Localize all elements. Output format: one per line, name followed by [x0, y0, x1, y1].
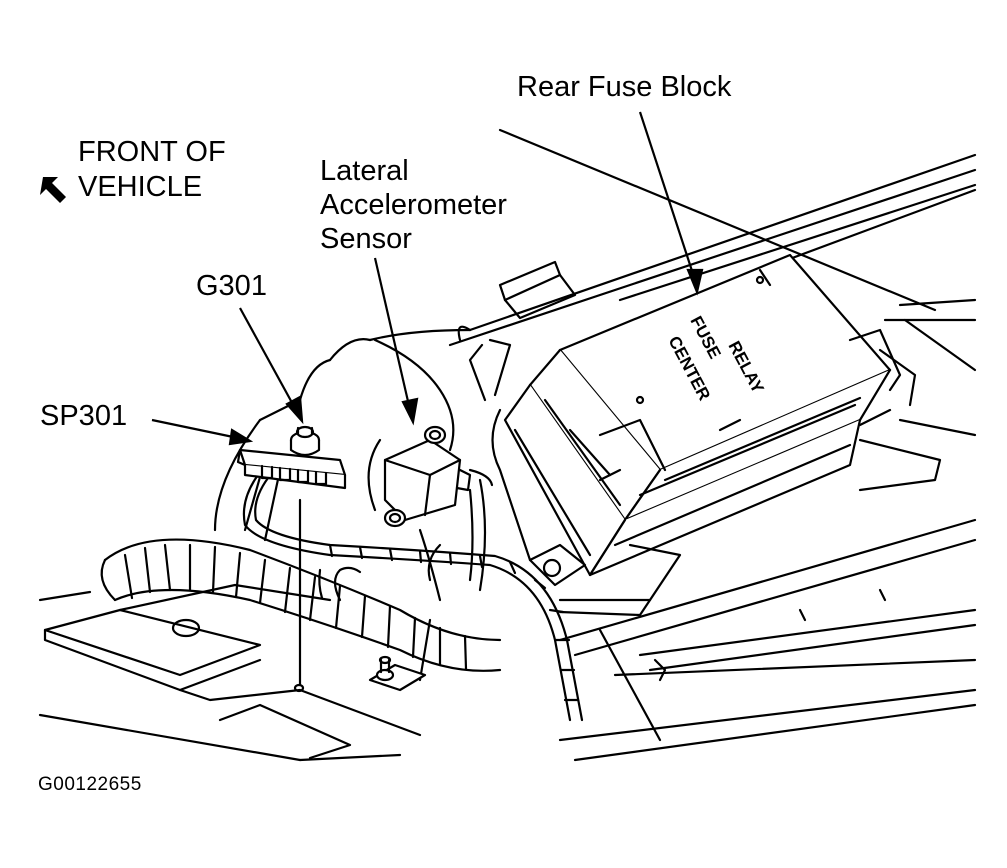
- figure-id-label: G00122655: [38, 774, 142, 795]
- floor-ground-stud: [368, 655, 427, 692]
- splice-harness: [242, 468, 584, 722]
- sp301-label: SP301: [40, 400, 128, 432]
- wiring-harness: [100, 538, 502, 672]
- lateral-accelerometer-label-line1: Lateral: [320, 155, 409, 187]
- g301-label: G301: [196, 270, 267, 302]
- lateral-accelerometer-label-line3: Sensor: [320, 223, 412, 255]
- front-of-vehicle-label-line2: VEHICLE: [78, 171, 203, 203]
- body-rail-lines: [298, 128, 977, 402]
- fuse-block-bracket: [528, 543, 682, 617]
- floor-pan: [558, 298, 977, 762]
- floor-plate: [38, 583, 422, 762]
- g301-ground: [289, 425, 321, 693]
- rear-fuse-block: [468, 253, 917, 577]
- sp301-splice: [236, 448, 347, 490]
- lateral-accelerometer-sensor: [367, 338, 472, 528]
- lateral-accelerometer-label-line2: Accelerometer: [320, 189, 507, 221]
- front-of-vehicle-label-line1: FRONT OF: [78, 136, 226, 168]
- rear-fuse-block-label: Rear Fuse Block: [517, 71, 732, 103]
- front-arrow-icon: [40, 177, 66, 203]
- leader-lines: [151, 111, 704, 446]
